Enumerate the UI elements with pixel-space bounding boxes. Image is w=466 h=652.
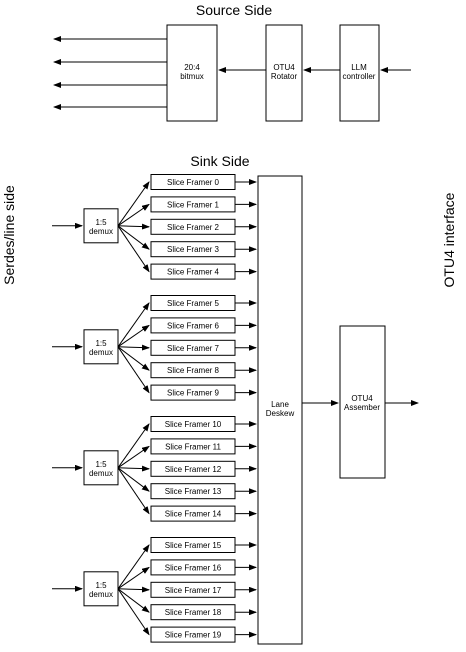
deskew-label-line2: Deskew bbox=[266, 409, 295, 418]
slice-framer-label: Slice Framer 17 bbox=[165, 586, 222, 595]
source-side: 20:4 bitmux OTU4 Rotator LLM controller bbox=[53, 24, 411, 122]
demux-to-framer-arrow bbox=[117, 467, 150, 515]
bitmux-label-line1: 20:4 bbox=[184, 63, 200, 72]
slice-framer-label: Slice Framer 5 bbox=[167, 299, 220, 308]
demux-to-framer-arrow bbox=[117, 588, 150, 613]
demux-to-framer-arrow bbox=[117, 346, 150, 371]
demux-to-framer-arrow bbox=[117, 423, 150, 469]
slice-framer-label: Slice Framer 18 bbox=[165, 608, 222, 617]
slice-framer-label: Slice Framer 13 bbox=[165, 487, 222, 496]
slice-framer-label: Slice Framer 19 bbox=[165, 631, 222, 640]
demux-to-framer-arrow bbox=[117, 588, 150, 636]
demux-to-framer-arrow bbox=[117, 344, 150, 351]
demux-to-framer-arrow bbox=[117, 225, 150, 250]
slice-framer-label: Slice Framer 11 bbox=[165, 442, 221, 451]
demux-to-framer-arrow bbox=[117, 181, 150, 227]
slice-framer-label: Slice Framer 14 bbox=[165, 510, 222, 519]
lane-deskew-block bbox=[257, 175, 303, 645]
demux-to-framer-arrow bbox=[117, 302, 150, 348]
sink-side-title: Sink Side bbox=[190, 153, 249, 169]
demux-label-line1: 1:5 bbox=[95, 218, 107, 227]
demux-to-framer-arrow bbox=[117, 225, 150, 273]
serdes-line-side-label: Serdes/line side bbox=[1, 185, 17, 285]
assembler-label-line1: OTU4 bbox=[351, 394, 373, 403]
demux-to-framer-arrow bbox=[117, 544, 150, 590]
demux-to-framer-arrow bbox=[117, 586, 150, 593]
demux-label-line2: demux bbox=[89, 348, 113, 357]
assembler-label-line2: Assember bbox=[344, 403, 380, 412]
llm-label-line1: LLM bbox=[351, 63, 367, 72]
demux-to-framer-arrow bbox=[117, 445, 150, 469]
demux-to-framer-arrow bbox=[117, 203, 150, 227]
otu4-rotator-block bbox=[265, 24, 303, 122]
slice-framer-label: Slice Framer 8 bbox=[167, 366, 220, 375]
demux-to-framer-arrow bbox=[117, 223, 150, 230]
source-side-title: Source Side bbox=[196, 2, 272, 18]
demux-to-framer-arrow bbox=[117, 566, 150, 590]
demux-to-framer-arrow bbox=[117, 346, 150, 394]
deskew-label-line1: Lane bbox=[271, 400, 289, 409]
demux-label-line1: 1:5 bbox=[95, 339, 107, 348]
demux-block bbox=[83, 329, 119, 365]
slice-framer-label: Slice Framer 1 bbox=[167, 200, 220, 209]
slice-framer-label: Slice Framer 3 bbox=[167, 245, 220, 254]
slice-framer-label: Slice Framer 16 bbox=[165, 563, 222, 572]
slice-framer-label: Slice Framer 9 bbox=[167, 389, 220, 398]
demux-to-framer-arrow bbox=[117, 467, 150, 492]
demux-label-line1: 1:5 bbox=[95, 581, 107, 590]
demux-to-framer-arrow bbox=[117, 465, 150, 472]
slice-framer-label: Slice Framer 12 bbox=[165, 465, 222, 474]
slice-framer-label: Slice Framer 10 bbox=[165, 420, 222, 429]
demux-label-line2: demux bbox=[89, 227, 113, 236]
demux-label-line1: 1:5 bbox=[95, 460, 107, 469]
slice-framer-label: Slice Framer 15 bbox=[165, 541, 222, 550]
llm-controller-block bbox=[339, 24, 380, 122]
rotator-label-line1: OTU4 bbox=[273, 63, 295, 72]
demux-to-framer-arrow bbox=[117, 324, 150, 348]
llm-label-line2: controller bbox=[343, 72, 376, 81]
rotator-label-line2: Rotator bbox=[271, 72, 298, 81]
bitmux-label-line2: bitmux bbox=[180, 72, 204, 81]
slice-framer-label: Slice Framer 0 bbox=[167, 178, 220, 187]
demux-label-line2: demux bbox=[89, 590, 113, 599]
otu4-interface-label: OTU4 interface bbox=[441, 192, 457, 287]
slice-framer-label: Slice Framer 7 bbox=[167, 344, 220, 353]
demux-label-line2: demux bbox=[89, 469, 113, 478]
slice-framer-label: Slice Framer 4 bbox=[167, 268, 220, 277]
demux-block bbox=[83, 450, 119, 486]
slice-framer-label: Slice Framer 6 bbox=[167, 321, 220, 330]
slice-framer-label: Slice Framer 2 bbox=[167, 223, 220, 232]
otu4-assembler-block bbox=[339, 325, 386, 479]
bitmux-block bbox=[166, 24, 218, 122]
